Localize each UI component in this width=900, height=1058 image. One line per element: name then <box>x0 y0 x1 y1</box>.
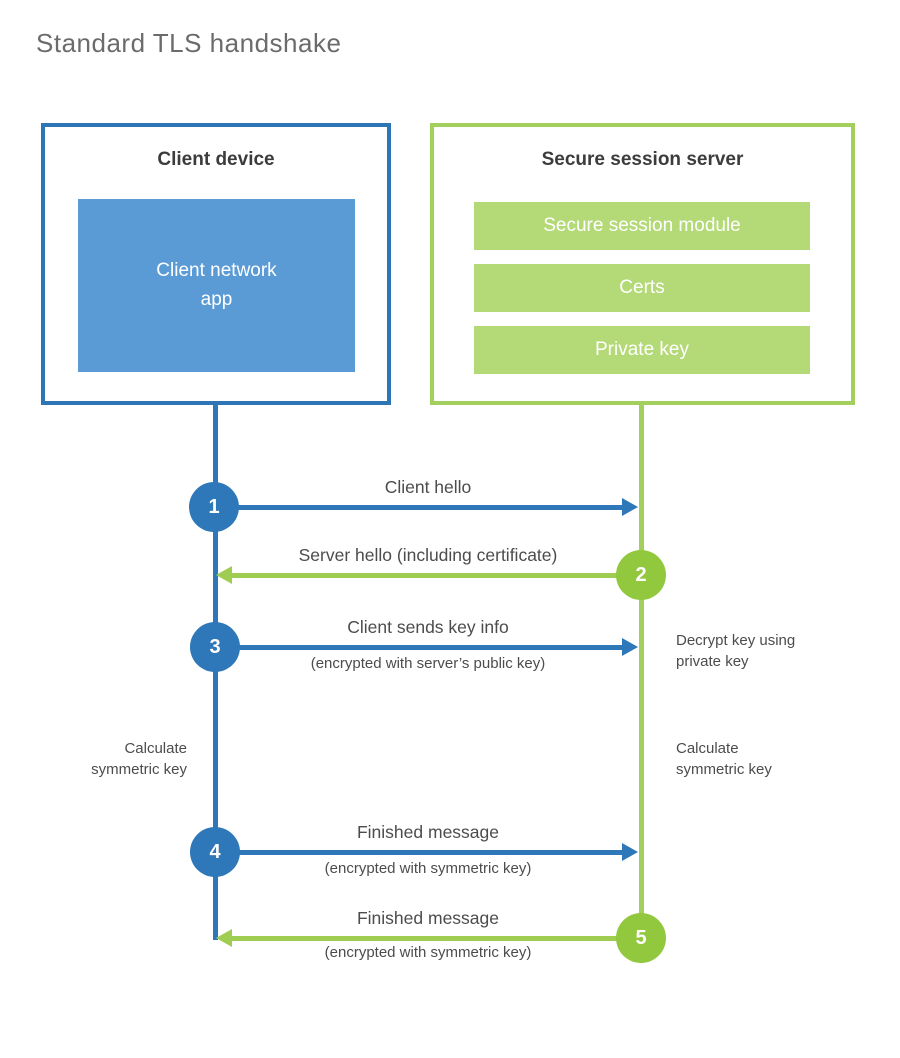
step4-arrow-line <box>214 850 624 855</box>
step1-arrow-line <box>214 505 624 510</box>
step1-circle: 1 <box>189 482 239 532</box>
annotation-decrypt-key: Decrypt key using private key <box>676 632 796 671</box>
step5-sublabel: (encrypted with symmetric key) <box>324 944 532 961</box>
annotation-calculate-symmetric-key-client: Calculate symmetric key <box>91 740 187 779</box>
step4-circle: 4 <box>190 827 240 877</box>
step5-arrowhead-left-icon <box>216 929 232 947</box>
step2-label: Server hello (including certificate) <box>298 545 558 565</box>
step3-label: Client sends key info <box>347 617 509 637</box>
step3-arrow-line <box>214 645 624 650</box>
server-lifeline <box>639 405 644 938</box>
step5-label: Finished message <box>356 908 500 928</box>
step2-arrow-line <box>232 573 641 578</box>
step3-arrowhead-right-icon <box>622 638 638 656</box>
step5-circle: 5 <box>616 913 666 963</box>
server-module-private-key: Private key <box>474 326 810 374</box>
step2-circle: 2 <box>616 550 666 600</box>
client-lifeline <box>213 405 218 940</box>
step3-circle: 3 <box>190 622 240 672</box>
step2-arrowhead-left-icon <box>216 566 232 584</box>
server-module-secure-session: Secure session module <box>474 202 810 250</box>
step4-arrowhead-right-icon <box>622 843 638 861</box>
client-device-heading: Client device <box>157 149 275 170</box>
client-network-app-box: Client network app <box>78 199 355 372</box>
step4-label: Finished message <box>356 822 500 842</box>
page-title: Standard TLS handshake <box>36 28 342 58</box>
server-heading: Secure session server <box>541 149 744 170</box>
server-module-certs: Certs <box>474 264 810 312</box>
step1-label: Client hello <box>384 477 472 497</box>
step4-sublabel: (encrypted with symmetric key) <box>324 860 532 877</box>
step5-arrow-line <box>232 936 641 941</box>
step3-sublabel: (encrypted with server’s public key) <box>310 655 546 672</box>
step1-arrowhead-right-icon <box>622 498 638 516</box>
annotation-calculate-symmetric-key-server: Calculate symmetric key <box>676 740 772 779</box>
